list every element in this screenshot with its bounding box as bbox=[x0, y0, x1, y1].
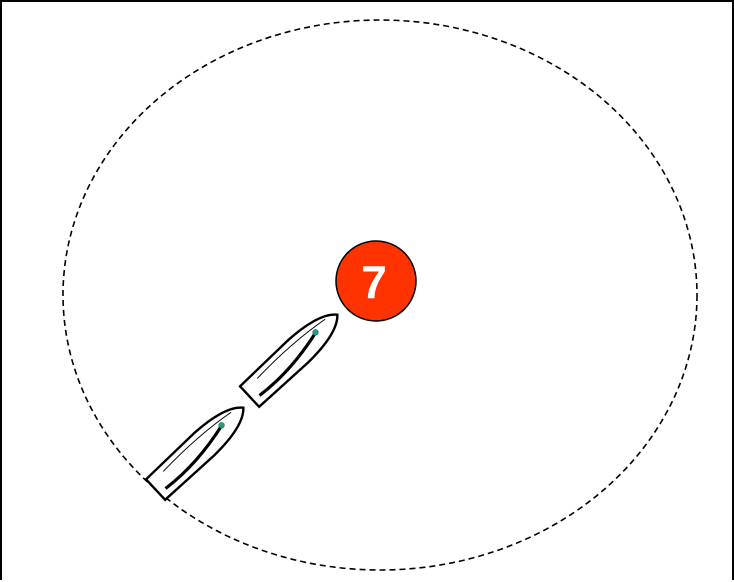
mark-number: 7 bbox=[361, 256, 387, 308]
boat-2 bbox=[239, 304, 347, 408]
boat-1 bbox=[145, 397, 253, 501]
boat-2-hull bbox=[239, 304, 347, 408]
boat-1-hull bbox=[145, 397, 253, 501]
mark-buoy: 7 bbox=[336, 241, 416, 321]
